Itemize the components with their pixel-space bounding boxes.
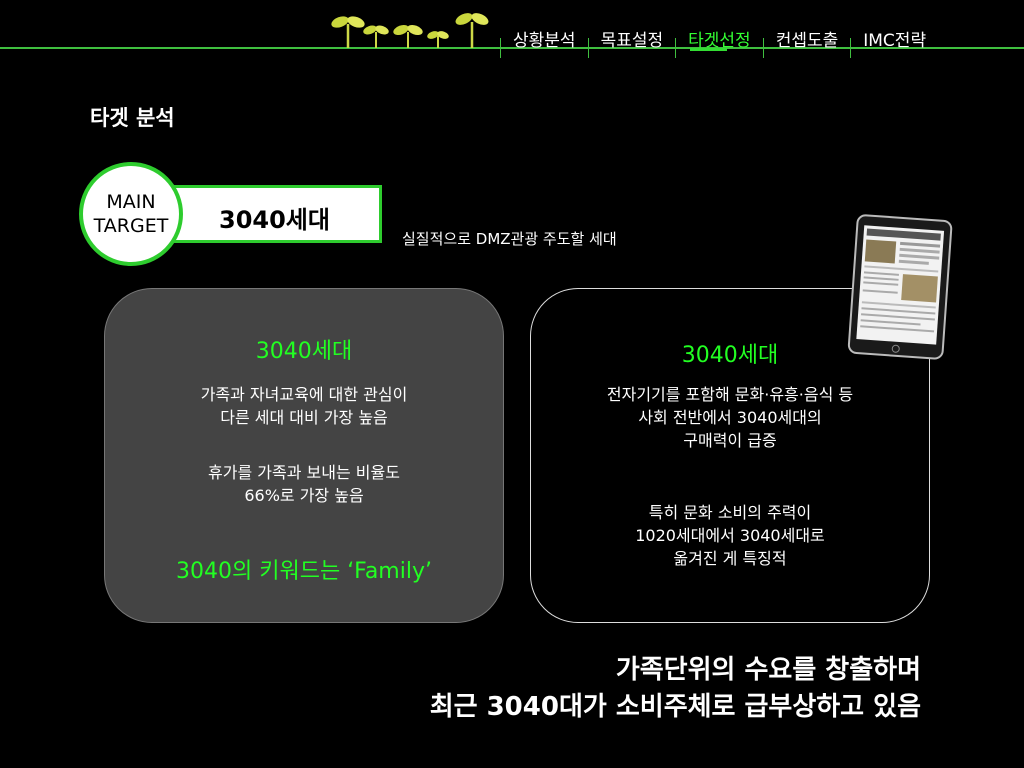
- nav-separator: [587, 38, 589, 58]
- nav-separator: [675, 38, 677, 58]
- text-line: 가족과 자녀교육에 대한 관심이: [200, 385, 408, 404]
- nav-separator: [500, 38, 501, 58]
- left-card-keyword: 3040의 키워드는 ‘Family’: [176, 559, 432, 584]
- sprout-icon: [427, 31, 449, 48]
- left-card-heading: 3040세대: [255, 339, 353, 364]
- right-info-card: 3040세대 전자기기를 포함해 문화·유흥·음식 등 사회 전반에서 3040…: [530, 288, 930, 623]
- tablet-image: [847, 214, 953, 360]
- main-target-bar: 3040세대: [150, 185, 382, 243]
- text-line: 66%로 가장 높음: [244, 486, 364, 505]
- text-line: 옮겨진 게 특징적: [673, 549, 787, 568]
- badge-line-main: MAIN: [106, 191, 156, 213]
- nav-item-imc-strategy[interactable]: IMC전략: [863, 31, 927, 51]
- text-line: 구매력이 급증: [683, 431, 777, 450]
- right-card-paragraph-2: 특히 문화 소비의 주력이 1020세대에서 3040세대로 옮겨진 게 특징적: [531, 501, 929, 570]
- right-card-paragraph-1: 전자기기를 포함해 문화·유흥·음식 등 사회 전반에서 3040세대의 구매력…: [531, 383, 929, 452]
- text-line: 1020세대에서 3040세대로: [635, 526, 825, 545]
- text-line: 휴가를 가족과 보내는 비율도: [208, 463, 400, 482]
- top-navigation: 상황분석 목표설정 타겟선정 컨셉도출 IMC전략: [500, 24, 938, 58]
- nav-item-situation-analysis[interactable]: 상황분석: [513, 31, 576, 51]
- sprouts-decoration: [331, 13, 489, 48]
- section-title: 타겟 분석: [90, 106, 175, 130]
- text-line: 전자기기를 포함해 문화·유흥·음식 등: [606, 385, 854, 404]
- main-target-value: 3040세대: [219, 206, 330, 234]
- sprout-icon: [331, 16, 365, 48]
- badge-line-target: TARGET: [93, 215, 169, 237]
- nav-item-concept[interactable]: 컨셉도출: [775, 31, 839, 51]
- text-line: 특히 문화 소비의 주력이: [648, 503, 812, 522]
- sprout-icon: [393, 24, 423, 48]
- text-line: 사회 전반에서 3040세대의: [638, 408, 822, 427]
- conclusion-text: 가족단위의 수요를 창출하며 최근 3040대가 소비주체로 급부상하고 있음: [430, 652, 921, 726]
- nav-item-target-selection[interactable]: 타겟선정: [676, 24, 763, 56]
- sprout-icon: [455, 13, 489, 48]
- main-target-description: 실질적으로 DMZ관광 주도할 세대: [402, 230, 617, 248]
- header-divider-line: [0, 47, 1024, 49]
- left-info-card: 3040세대 가족과 자녀교육에 대한 관심이 다른 세대 대비 가장 높음 휴…: [104, 288, 504, 623]
- main-target-badge: MAIN TARGET: [79, 162, 183, 266]
- left-card-paragraph-2: 휴가를 가족과 보내는 비율도 66%로 가장 높음: [105, 461, 503, 507]
- nav-separator: [850, 38, 852, 58]
- conclusion-line-2: 최근 3040대가 소비주체로 급부상하고 있음: [429, 692, 921, 722]
- right-card-heading: 3040세대: [681, 343, 779, 368]
- left-card-paragraph-1: 가족과 자녀교육에 대한 관심이 다른 세대 대비 가장 높음: [105, 383, 503, 429]
- sprout-icon: [363, 25, 389, 48]
- nav-separator: [762, 38, 764, 58]
- nav-item-goal-setting[interactable]: 목표설정: [600, 31, 664, 51]
- text-line: 다른 세대 대비 가장 높음: [220, 408, 388, 427]
- conclusion-line-1: 가족단위의 수요를 창출하며: [615, 655, 921, 685]
